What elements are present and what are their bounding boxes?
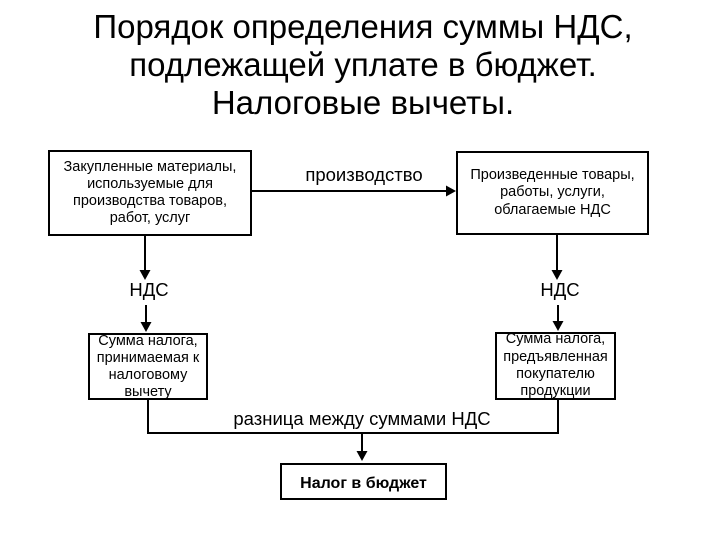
box-tax-presented-text: Сумма налога, предъявленная покупателю п… [503,331,608,400]
box-purchased-materials-text: Закупленные материалы, используемые для … [63,159,237,226]
box-produced-goods-text: Произведенные товары, работы, услуги, об… [470,166,635,218]
box-produced-goods: Произведенные товары, работы, услуги, об… [456,151,649,235]
box-tax-to-budget: Налог в бюджет [280,463,447,500]
arrow-budget-head [356,451,368,461]
box-tax-deduction: Сумма налога, принимаемая к налоговому в… [88,333,208,400]
label-difference: разница между суммами НДС [233,408,491,429]
box-tax-presented: Сумма налога, предъявленная покупателю п… [495,331,616,400]
label-vat-right: НДС [540,279,580,300]
arrow-right-lower-head [552,321,564,331]
box-tax-to-budget-text: Налог в бюджет [300,474,427,492]
diagram-title: Порядок определения суммы НДС, подлежаще… [93,8,633,121]
arrow-production-head [446,185,456,197]
arrow-left-lower-head [140,322,152,332]
arrow-right-upper-head [551,270,563,280]
arrow-left-upper-head [139,270,151,280]
box-purchased-materials: Закупленные материалы, используемые для … [48,150,252,236]
label-vat-left: НДС [129,279,169,300]
label-production: производство [305,164,423,185]
box-tax-deduction-text: Сумма налога, принимаемая к налоговому в… [96,332,200,400]
